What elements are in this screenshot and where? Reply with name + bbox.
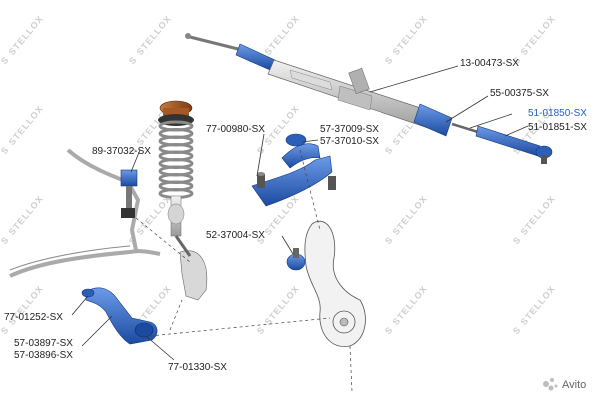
- svg-text:STELLOX: STELLOX: [7, 13, 46, 57]
- svg-text:S: S: [383, 144, 395, 156]
- avito-dots-icon: [543, 378, 558, 391]
- avito-badge: Avito: [543, 378, 586, 391]
- svg-text:STELLOX: STELLOX: [135, 193, 174, 237]
- label-lower-arm-1: 57-03897-SX: [14, 338, 73, 349]
- svg-text:S: S: [0, 324, 11, 336]
- label-upper-arm-2: 57-37010-SX: [320, 136, 379, 147]
- svg-text:S: S: [127, 144, 139, 156]
- svg-text:S: S: [127, 54, 139, 66]
- label-lower-arm-2: 57-03896-SX: [14, 350, 73, 361]
- svg-text:STELLOX: STELLOX: [519, 193, 558, 237]
- svg-text:STELLOX: STELLOX: [519, 283, 558, 327]
- steering-knuckle: [304, 220, 366, 347]
- label-tie-rod-inner: 55-00375-SX: [490, 88, 549, 99]
- strut-assembly: [158, 100, 208, 301]
- tie-rod-end: [475, 125, 553, 164]
- svg-text:STELLOX: STELLOX: [391, 13, 430, 57]
- svg-text:S: S: [511, 54, 523, 66]
- svg-text:S: S: [0, 144, 11, 156]
- part-labels: 13-00473-SX 55-00375-SX 51-01850-SX 51-0…: [4, 58, 587, 373]
- avito-text: Avito: [562, 379, 586, 391]
- label-tie-rod-end-2: 51-01851-SX: [528, 122, 587, 133]
- svg-text:STELLOX: STELLOX: [519, 13, 558, 57]
- svg-text:S: S: [383, 324, 395, 336]
- label-upper-arm-1: 57-37009-SX: [320, 124, 379, 135]
- label-stabilizer-link: 89-37032-SX: [92, 146, 151, 157]
- svg-text:S: S: [383, 54, 395, 66]
- steering-rack: [185, 33, 479, 137]
- svg-text:STELLOX: STELLOX: [263, 283, 302, 327]
- label-rack: 13-00473-SX: [460, 58, 519, 69]
- svg-text:S: S: [0, 234, 11, 246]
- label-tie-rod-end-1: 51-01850-SX: [528, 108, 587, 119]
- svg-text:S: S: [511, 324, 523, 336]
- svg-text:S: S: [511, 144, 523, 156]
- stabilizer-bar: [9, 148, 161, 278]
- upper-control-arm: [251, 133, 336, 207]
- label-stabilizer-bushing: 77-01252-SX: [4, 312, 63, 323]
- svg-text:STELLOX: STELLOX: [7, 103, 46, 147]
- svg-text:S: S: [255, 324, 267, 336]
- svg-text:STELLOX: STELLOX: [7, 193, 46, 237]
- svg-text:S: S: [511, 234, 523, 246]
- svg-text:S: S: [255, 234, 267, 246]
- assembly-guides: [135, 149, 353, 393]
- svg-text:S: S: [0, 54, 11, 66]
- ball-joint: [286, 248, 306, 271]
- label-ball-joint: 52-37004-SX: [206, 230, 265, 241]
- svg-text:STELLOX: STELLOX: [135, 13, 174, 57]
- svg-text:STELLOX: STELLOX: [391, 193, 430, 237]
- leader-lines: [71, 65, 529, 361]
- svg-text:STELLOX: STELLOX: [263, 13, 302, 57]
- stabilizer-link: [120, 169, 138, 218]
- lower-control-arm: [81, 287, 158, 345]
- label-lower-arm-bushing: 77-01330-SX: [168, 362, 227, 373]
- svg-text:S: S: [383, 234, 395, 246]
- label-upper-arm-bushing: 77-00980-SX: [206, 124, 265, 135]
- svg-text:STELLOX: STELLOX: [391, 283, 430, 327]
